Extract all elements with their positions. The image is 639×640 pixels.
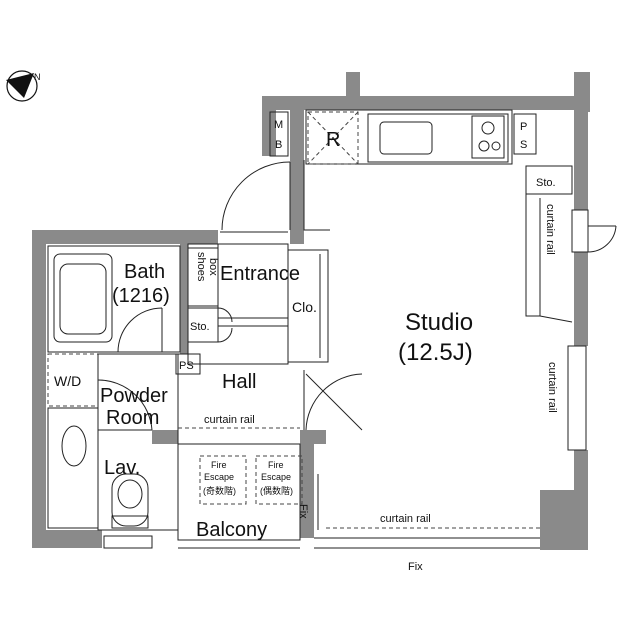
lavatory-label: Lav. <box>104 457 140 479</box>
entrance-label: Entrance <box>220 263 300 285</box>
fire-escape-1-line1: Fire <box>211 460 227 470</box>
closet-label: Clo. <box>292 299 317 315</box>
powder-room-label-line1: Powder <box>100 385 168 407</box>
entrance-storage-label: Sto. <box>190 321 210 333</box>
kitchen-ps-label-p: P <box>520 121 527 133</box>
studio-bottom-curtain-rail-label: curtain rail <box>380 513 431 525</box>
walls <box>32 72 590 550</box>
annotation-labels: curtain rail curtain rail curtain rail c… <box>203 204 558 573</box>
hall-label: Hall <box>222 371 256 393</box>
studio-right-lower-curtain-rail-label: curtain rail <box>546 362 558 413</box>
fire-escape-2-line3: (偶数階) <box>260 485 293 496</box>
kitchen-ps-label-s: S <box>520 139 527 151</box>
interior-lines <box>47 109 617 549</box>
fix-side-label: Fix <box>297 504 309 519</box>
refrigerator-label: R <box>326 129 340 151</box>
powder-room-label-line2: Room <box>106 407 159 429</box>
balcony-label: Balcony <box>196 519 267 541</box>
studio-right-upper-curtain-rail-label: curtain rail <box>544 204 556 255</box>
washer-dryer-label: W/D <box>54 373 81 389</box>
bath-size-label: (1216) <box>112 285 170 307</box>
studio-label: Studio <box>405 309 473 336</box>
shoes-box-label-line2: box <box>207 258 219 276</box>
bath-label: Bath <box>124 261 165 283</box>
studio-size-label: (12.5J) <box>398 339 473 366</box>
mb-label-b: B <box>275 139 282 151</box>
room-labels: Studio (12.5J) Bath (1216) Entrance shoe… <box>54 177 556 541</box>
fire-escape-1-line2: Escape <box>204 472 234 482</box>
hall-curtain-rail-label: curtain rail <box>204 414 255 426</box>
fire-escape-1-line3: (奇数階) <box>203 485 236 496</box>
mb-label-m: M <box>274 119 283 131</box>
compass-north-label: N <box>34 72 41 82</box>
fix-bottom-label: Fix <box>408 561 423 573</box>
compass-icon: N <box>6 70 41 102</box>
fixture-labels: M B R P S PS <box>179 119 527 372</box>
hall-ps-label: PS <box>179 360 194 372</box>
fire-escape-2-line1: Fire <box>268 460 284 470</box>
shoes-box-label-line1: shoes <box>195 252 207 282</box>
fire-escape-2-line2: Escape <box>261 472 291 482</box>
studio-storage-label: Sto. <box>536 177 556 189</box>
